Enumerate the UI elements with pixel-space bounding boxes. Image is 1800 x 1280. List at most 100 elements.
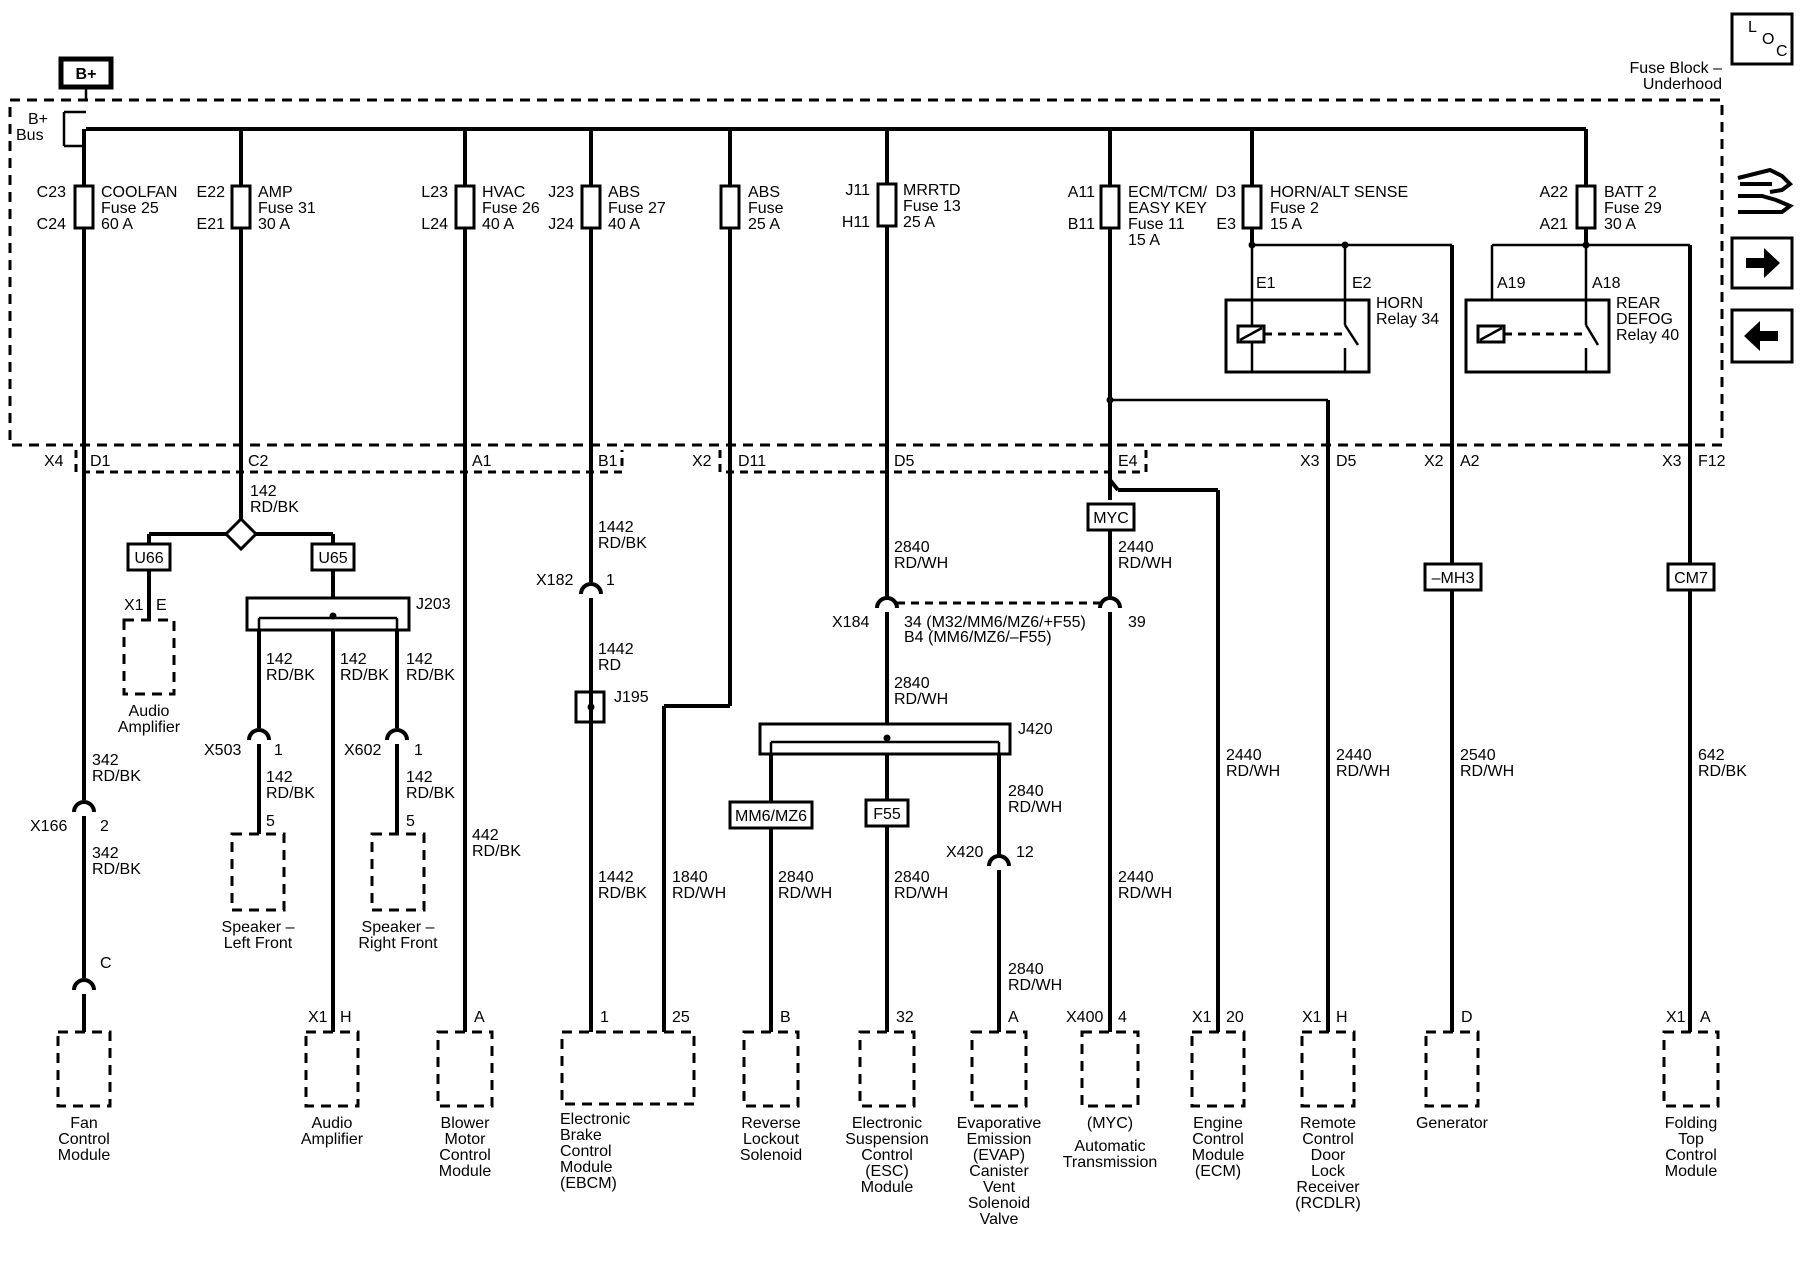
svg-text:Control: Control (1192, 1131, 1244, 1148)
svg-text:J23: J23 (548, 184, 574, 201)
svg-text:(EVAP): (EVAP) (973, 1147, 1025, 1164)
myc-circuit: MYC 2440 RD/WH 39 2440 RD/WH 2440 RD/WH … (1086, 445, 1390, 1032)
svg-text:1: 1 (606, 572, 615, 589)
svg-text:RD/BK: RD/BK (1698, 763, 1747, 780)
option-mm6: MM6/MZ6 (735, 808, 807, 825)
svg-text:RD/BK: RD/BK (92, 768, 141, 785)
svg-text:Control: Control (58, 1131, 110, 1148)
connector-row: X4 D1 C2 A1 B1 X2 D11 D5 E4 X3 D5 X2 A2 … (44, 450, 1726, 474)
previous-arrow-icon[interactable] (1730, 308, 1794, 364)
svg-text:RD/WH: RD/WH (894, 555, 948, 572)
svg-text:Canister: Canister (969, 1163, 1029, 1180)
svg-text:2: 2 (100, 818, 109, 835)
svg-text:RD/BK: RD/BK (406, 785, 455, 802)
svg-text:RD/WH: RD/WH (1008, 799, 1062, 816)
svg-text:A: A (1008, 1009, 1019, 1026)
svg-text:Fuse 26: Fuse 26 (482, 200, 540, 217)
bus-label-2: Bus (16, 127, 44, 144)
svg-text:Amplifier: Amplifier (118, 719, 181, 736)
svg-text:RD/WH: RD/WH (1118, 885, 1172, 902)
option-mh3: –MH3 (1432, 570, 1475, 587)
svg-text:O: O (1762, 31, 1774, 48)
svg-text:X1: X1 (124, 597, 144, 614)
svg-text:Generator: Generator (1416, 1115, 1489, 1132)
option-cm7: CM7 (1674, 570, 1708, 587)
option-f55: F55 (873, 806, 901, 823)
svg-text:B11: B11 (1068, 216, 1095, 233)
svg-text:B1: B1 (598, 453, 618, 470)
svg-text:142: 142 (406, 651, 433, 668)
svg-text:60 A: 60 A (101, 216, 133, 233)
svg-text:Lockout: Lockout (743, 1131, 800, 1148)
svg-text:Fuse 2: Fuse 2 (1270, 200, 1319, 217)
svg-text:Right Front: Right Front (358, 935, 438, 952)
svg-text:2840: 2840 (1008, 783, 1044, 800)
svg-text:2440: 2440 (1336, 747, 1372, 764)
svg-text:D1: D1 (90, 453, 111, 470)
svg-text:Remote: Remote (1300, 1115, 1356, 1132)
fuse-batt2: A22 A21 BATT 2 Fuse 29 30 A (1540, 129, 1662, 245)
svg-text:X2: X2 (1424, 453, 1444, 470)
svg-text:12: 12 (1016, 844, 1034, 861)
svg-text:E1: E1 (1256, 275, 1276, 292)
blower-circuit: 442 RD/BK (463, 445, 521, 1032)
svg-text:(EBCM): (EBCM) (560, 1175, 617, 1192)
svg-text:X3: X3 (1662, 453, 1682, 470)
svg-text:Suspension: Suspension (845, 1131, 929, 1148)
svg-text:2440: 2440 (1118, 869, 1154, 886)
svg-text:Solenoid: Solenoid (968, 1195, 1030, 1212)
component-fan-control-module: Fan Control Module (56, 1030, 112, 1164)
connector-end-view-icon[interactable] (1737, 167, 1794, 214)
svg-text:H: H (340, 1009, 352, 1026)
component-engine-control-module: X1 20 Engine Control Module (ECM) (1190, 1009, 1246, 1180)
svg-text:20: 20 (1226, 1009, 1244, 1026)
svg-text:Engine: Engine (1193, 1115, 1243, 1132)
svg-text:Module: Module (861, 1179, 914, 1196)
svg-text:34 (M32/MM6/MZ6/+F55): 34 (M32/MM6/MZ6/+F55) (904, 614, 1086, 631)
svg-text:2840: 2840 (1008, 961, 1044, 978)
fuse-block-outline (8, 98, 1724, 447)
svg-text:2840: 2840 (894, 539, 930, 556)
svg-text:Electronic: Electronic (852, 1115, 922, 1132)
svg-text:Valve: Valve (980, 1211, 1019, 1228)
fan-circuit: 342 RD/BK X166 2 342 RD/BK C (30, 445, 141, 1032)
svg-text:Speaker –: Speaker – (362, 919, 435, 936)
next-arrow-icon[interactable] (1730, 236, 1794, 290)
svg-text:Audio: Audio (129, 703, 170, 720)
svg-text:442: 442 (472, 827, 499, 844)
svg-text:REAR: REAR (1616, 295, 1660, 312)
svg-text:Module: Module (560, 1159, 613, 1176)
svg-text:Transmission: Transmission (1063, 1154, 1158, 1171)
svg-text:Blower: Blower (441, 1115, 491, 1132)
svg-text:Module: Module (1665, 1163, 1718, 1180)
fuse-ecm: A11 B11 ECM/TCM/ EASY KEY Fuse 11 15 A (1068, 129, 1208, 400)
svg-text:X2: X2 (692, 453, 712, 470)
svg-text:RD/WH: RD/WH (778, 885, 832, 902)
svg-text:L: L (1748, 19, 1757, 36)
svg-text:C23: C23 (37, 184, 66, 201)
svg-text:RD/WH: RD/WH (1226, 763, 1280, 780)
svg-text:RD: RD (598, 657, 621, 674)
svg-text:Emission: Emission (967, 1131, 1032, 1148)
svg-text:Left Front: Left Front (224, 935, 293, 952)
loc-icon[interactable]: L O C (1730, 12, 1794, 66)
svg-text:B: B (780, 1009, 791, 1026)
svg-text:2440: 2440 (1226, 747, 1262, 764)
svg-text:25 A: 25 A (748, 216, 780, 233)
folding-top-circuit: CM7 642 RD/BK (1666, 445, 1747, 1032)
component-folding-top-control-module: X1 A Folding Top Control Module (1662, 1009, 1720, 1180)
svg-text:L23: L23 (421, 184, 448, 201)
svg-text:COOLFAN: COOLFAN (101, 184, 177, 201)
svg-text:RD/WH: RD/WH (894, 691, 948, 708)
svg-text:Relay 34: Relay 34 (1376, 311, 1439, 328)
svg-text:2840: 2840 (894, 675, 930, 692)
svg-text:Fuse 29: Fuse 29 (1604, 200, 1662, 217)
svg-text:1442: 1442 (598, 641, 634, 658)
svg-text:X1: X1 (1302, 1009, 1322, 1026)
svg-text:Control: Control (560, 1143, 612, 1160)
fuse-horn: D3 E3 HORN/ALT SENSE Fuse 2 15 A (1216, 129, 1408, 245)
svg-text:Vent: Vent (983, 1179, 1016, 1196)
svg-text:2840: 2840 (778, 869, 814, 886)
svg-text:1: 1 (414, 742, 423, 759)
svg-text:DEFOG: DEFOG (1616, 311, 1673, 328)
